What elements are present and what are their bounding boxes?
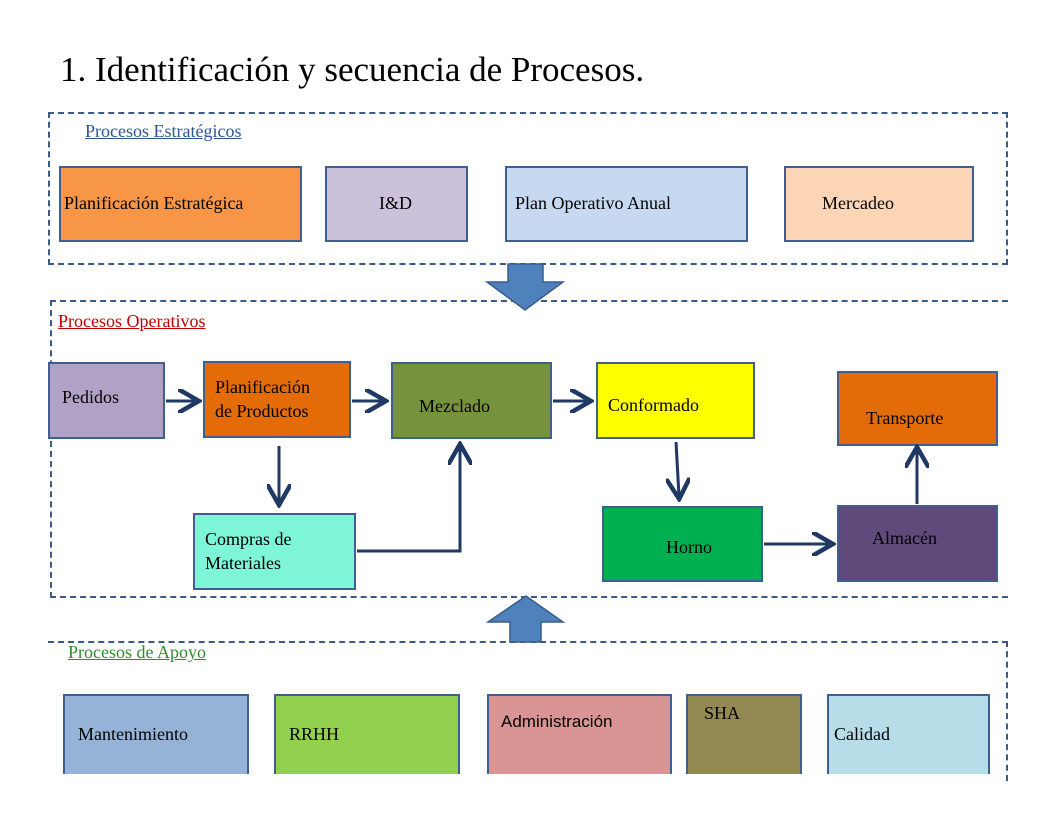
horno-label: Horno: [666, 537, 712, 558]
mantenimiento-box[interactable]: Mantenimiento: [63, 694, 249, 774]
transporte-box[interactable]: Transporte: [837, 371, 998, 446]
rrhh-label: RRHH: [289, 724, 340, 745]
planificacion-estrategica-label: Planificación Estratégica: [64, 193, 244, 214]
pedidos-label: Pedidos: [62, 387, 120, 407]
conformado-to-horno-arrow: [676, 441, 679, 496]
mercadeo-box[interactable]: Mercadeo: [784, 166, 974, 242]
support-to-operative-arrow: [485, 595, 566, 643]
planificacion-productos-line1: Planificación: [215, 377, 310, 398]
page-title: 1. Identificación y secuencia de Proceso…: [60, 50, 645, 89]
i-d-label: I&D: [379, 193, 412, 214]
administracion-box[interactable]: Administración: [487, 694, 672, 774]
almacen-label: Almacén: [872, 528, 937, 548]
planificacion-productos-line2: de Productos: [215, 400, 309, 421]
conformado-box[interactable]: Conformado: [596, 362, 755, 439]
operative-section-label: Procesos Operativos: [58, 311, 206, 331]
sha-label: SHA: [704, 703, 741, 723]
strategic-section-label: Procesos Estratégicos: [85, 121, 242, 141]
mercadeo-label: Mercadeo: [822, 193, 894, 214]
strategic-to-operative-arrow: [484, 263, 566, 311]
horno-box[interactable]: Horno: [602, 506, 763, 582]
compras-materiales-line1: Compras de: [205, 529, 292, 550]
compras-materiales-box[interactable]: Compras de Materiales: [193, 513, 356, 590]
mezclado-label: Mezclado: [419, 395, 490, 416]
pedidos-box[interactable]: Pedidos: [48, 362, 165, 439]
i-d-box[interactable]: I&D: [325, 166, 468, 242]
sha-box[interactable]: SHA: [686, 694, 802, 774]
planificacion-estrategica-box[interactable]: Planificación Estratégica: [59, 166, 302, 242]
plan-operativo-anual-label: Plan Operativo Anual: [515, 193, 671, 214]
almacen-box[interactable]: Almacén: [837, 505, 998, 582]
transporte-label: Transporte: [866, 407, 944, 428]
administracion-label: Administración: [501, 712, 613, 731]
mantenimiento-label: Mantenimiento: [78, 724, 188, 745]
support-section-label: Procesos de Apoyo: [68, 642, 206, 662]
calidad-label: Calidad: [834, 724, 890, 745]
rrhh-box[interactable]: RRHH: [274, 694, 460, 774]
compras-materiales-line2: Materiales: [205, 552, 281, 573]
planificacion-productos-box[interactable]: Planificación de Productos: [203, 361, 351, 438]
compras-to-mezclado-arrow: [357, 447, 460, 553]
calidad-box[interactable]: Calidad: [827, 694, 990, 774]
plan-operativo-anual-box[interactable]: Plan Operativo Anual: [505, 166, 748, 242]
mezclado-box[interactable]: Mezclado: [391, 362, 552, 439]
conformado-label: Conformado: [608, 394, 699, 415]
